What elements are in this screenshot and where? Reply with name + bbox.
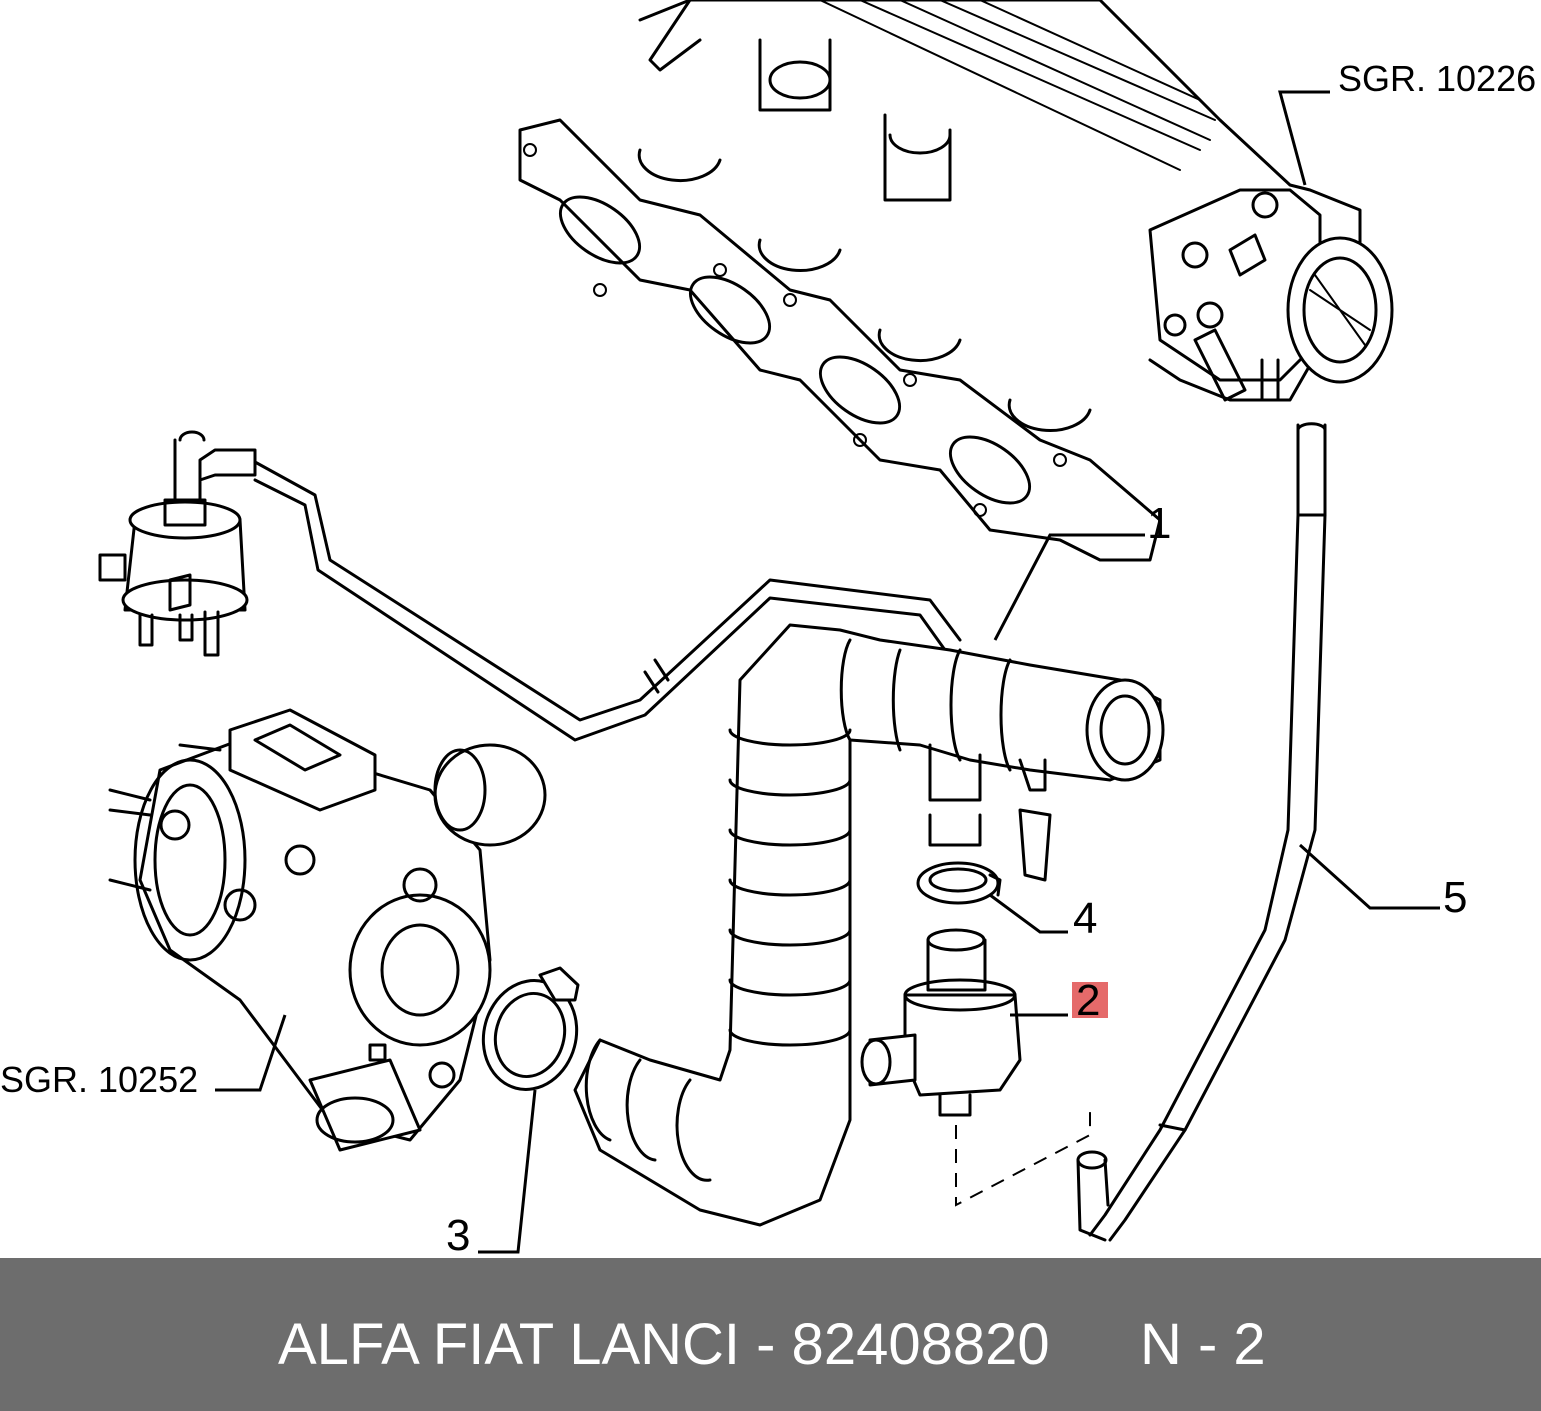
callout-2-highlight [1072, 982, 1108, 1018]
callout-3: 3 [446, 1211, 470, 1258]
parts-diagram: 1 2 3 4 5 SGR. 10226 SGR. 10252 [0, 0, 1536, 1258]
leader-sgr-10252 [215, 1014, 287, 1092]
callout-4: 4 [1073, 894, 1097, 943]
part-2-dash-line [955, 1110, 1091, 1207]
reference-sgr-10226: SGR. 10226 [1338, 58, 1536, 99]
turbocharger [108, 708, 547, 1152]
callout-2: 2 [1076, 976, 1100, 1025]
part-2-valve [860, 928, 1022, 1117]
leader-4 [989, 893, 1068, 934]
callout-5: 5 [1443, 873, 1467, 922]
callout-1: 1 [1147, 499, 1171, 548]
footer-bar: ALFA FIAT LANCI - 82408820 N - 2 [0, 1258, 1541, 1411]
intake-manifold [518, 0, 1394, 562]
part-3-hose-clamp [481, 966, 580, 1091]
leader-sgr-10226 [1278, 90, 1330, 186]
vacuum-pipe [253, 460, 962, 742]
part-1-intake-hose [573, 623, 1165, 1227]
footer-position: N - 2 [1140, 1312, 1266, 1377]
leader-5 [1298, 843, 1440, 910]
leader-3 [478, 1089, 537, 1254]
footer-part-number: ALFA FIAT LANCI - 82408820 [278, 1312, 1050, 1377]
part-5-vacuum-hose [1076, 422, 1327, 1242]
reference-sgr-10252: SGR. 10252 [0, 1059, 198, 1100]
leader-1 [993, 533, 1145, 641]
part-4-clamp [916, 861, 1002, 905]
vacuum-valve [98, 430, 257, 657]
